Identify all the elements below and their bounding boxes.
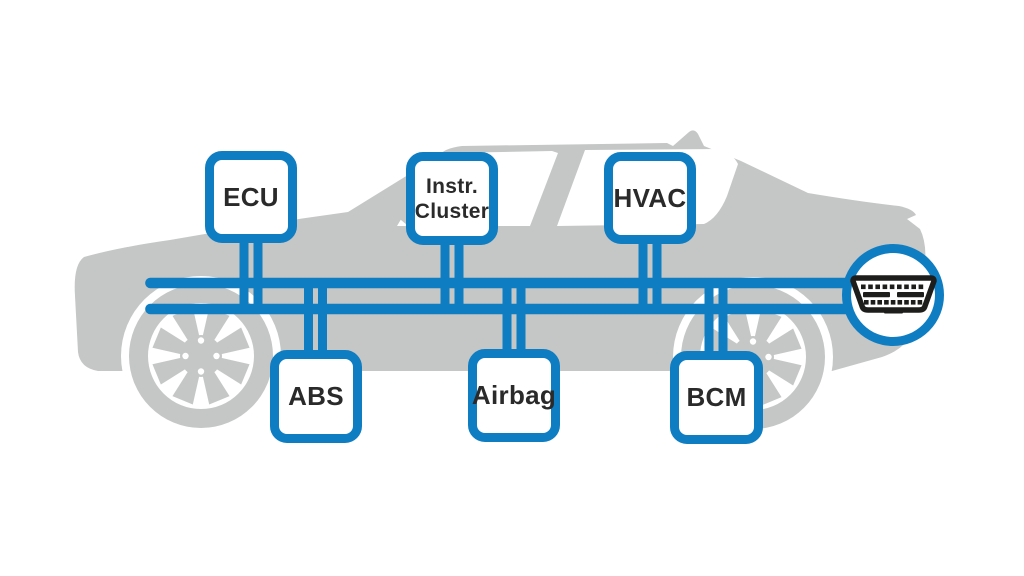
obd-port — [842, 244, 944, 346]
node-label-airbag: Airbag — [471, 380, 557, 410]
stub-bcm — [704, 278, 728, 356]
node-box-hvac: HVAC — [604, 152, 696, 244]
node-box-abs: ABS — [270, 350, 362, 443]
node-label-instr-cluster: Instr. Cluster — [415, 174, 489, 224]
node-box-instr-cluster: Instr. Cluster — [406, 152, 498, 245]
node-box-airbag: Airbag — [468, 349, 560, 442]
node-label-line2: Cluster — [414, 199, 490, 223]
node-label-hvac: HVAC — [613, 182, 687, 213]
can-bus-lines — [145, 277, 855, 315]
stub-instr-cluster — [440, 240, 464, 314]
stub-ecu — [239, 237, 263, 314]
obd2-connector-icon — [850, 275, 937, 314]
node-label-ecu: ECU — [223, 181, 279, 212]
stub-abs — [304, 278, 327, 355]
stub-hvac — [638, 240, 662, 314]
node-stubs — [239, 237, 728, 356]
node-box-ecu: ECU — [205, 151, 297, 243]
node-label-abs: ABS — [288, 381, 344, 411]
side-mirror — [383, 196, 412, 225]
node-label-bcm: BCM — [686, 382, 747, 412]
node-box-bcm: BCM — [670, 351, 763, 444]
node-label-line1: Instr. — [426, 174, 478, 198]
stub-airbag — [502, 278, 526, 354]
